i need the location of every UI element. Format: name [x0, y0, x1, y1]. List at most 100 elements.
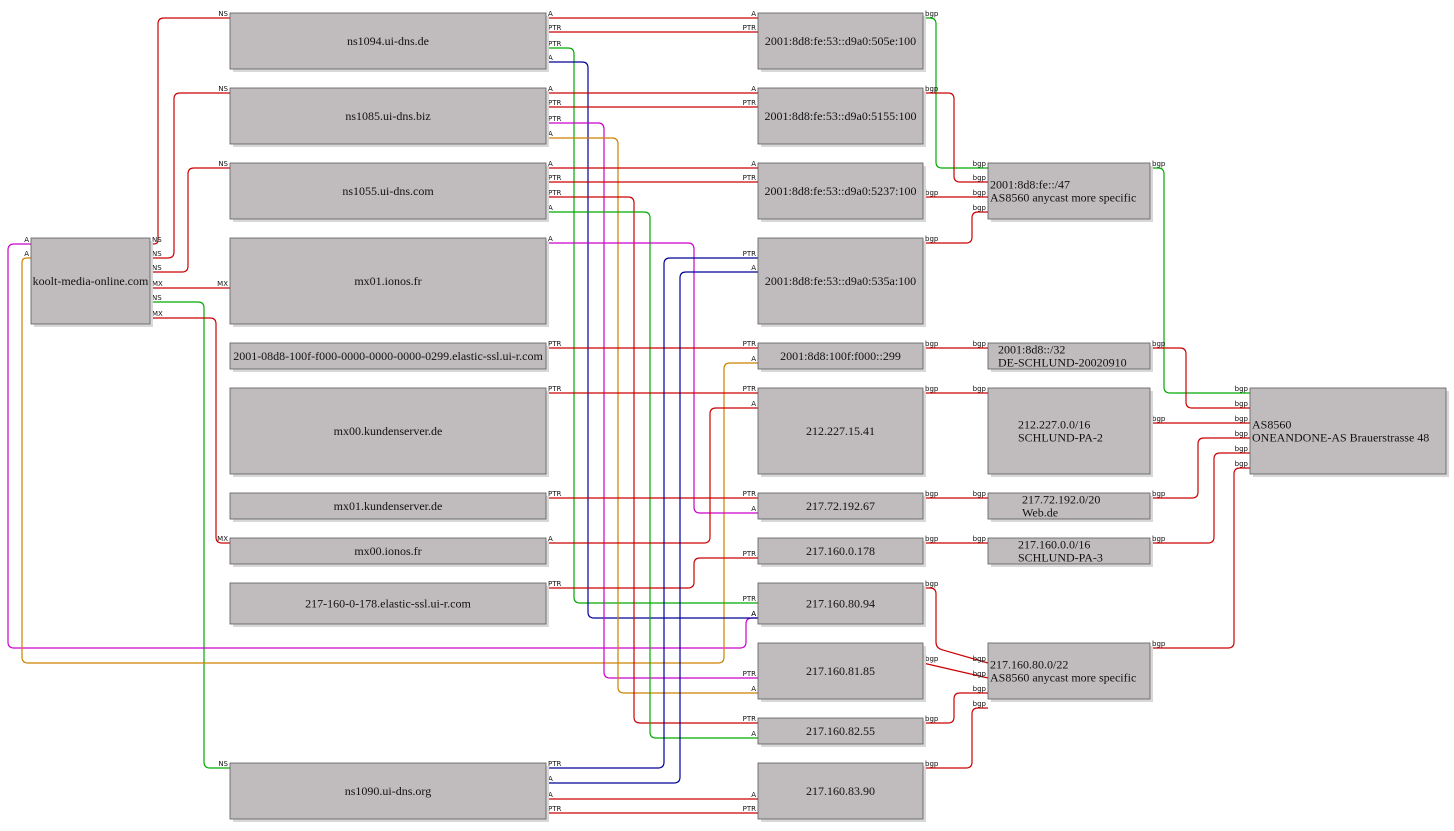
node-label: mx01.ionos.fr [354, 274, 421, 288]
node-ns1094[interactable]: ns1094.ui-dns.de [229, 12, 549, 72]
node-ip-8094[interactable]: 217.160.80.94 [757, 582, 926, 627]
node-ip6-5155[interactable]: 2001:8d8:fe:53::d9a0:5155:100 [757, 87, 926, 147]
node-label: 2001:8d8:fe:53::d9a0:535a:100 [765, 274, 916, 288]
node-elastic178[interactable]: 217-160-0-178.elastic-ssl.ui-r.com [229, 582, 549, 627]
edge-target-port-label: MX [217, 535, 228, 543]
edge-source-port-label: PTR [548, 340, 561, 348]
edge-ip_8185-to-pfx_80: bgp bgp [922, 655, 989, 679]
edge-line [21, 257, 758, 664]
edge-line [1150, 467, 1250, 649]
node-mx01-kunden[interactable]: mx01.kundenserver.de [229, 492, 549, 522]
edge-source-port-label: PTR [548, 760, 561, 768]
edge-line [150, 92, 230, 259]
node-box [987, 162, 1151, 220]
node-ip6-299[interactable]: 2001:8d8:100f:f000::299 [757, 342, 926, 372]
node-mx00-ionos[interactable]: mx00.ionos.fr [229, 537, 549, 567]
edge-line [1150, 347, 1250, 409]
edge-line [1150, 452, 1250, 544]
edge-target-port-label: bgp [973, 174, 987, 182]
edge-line [923, 92, 988, 183]
node-box [987, 492, 1151, 520]
node-label: 217.160.80.94 [806, 597, 875, 611]
node-ip6-535a[interactable]: 2001:8d8:fe:53::d9a0:535a:100 [757, 237, 926, 327]
edge-target-port-label: PTR [743, 805, 756, 813]
node-mx00-kunden[interactable]: mx00.kundenserver.de [229, 387, 549, 477]
node-box [987, 387, 1151, 475]
edge-line [923, 211, 988, 244]
node-box [757, 87, 924, 145]
edge-ns1090-to-ip6_535a: PTR PTR [546, 250, 758, 769]
node-label: 2001:8d8:fe::/47 [990, 178, 1070, 192]
node-box [987, 537, 1151, 565]
node-label: ns1055.ui-dns.com [342, 184, 434, 198]
node-ip-8390[interactable]: 217.160.83.90 [757, 762, 926, 822]
edge-line [150, 301, 230, 769]
edge-source-port-label: bgp [925, 85, 939, 93]
node-ip-212[interactable]: 212.227.15.41 [757, 387, 926, 477]
edge-ns1094-to-ip_8094: AA [546, 54, 758, 619]
node-mx01-ionos[interactable]: mx01.ionos.fr [229, 237, 549, 327]
edge-source-port-label: bgp [925, 655, 939, 663]
node-label: 2001:8d8:fe:53::d9a0:5237:100 [765, 184, 917, 198]
edge-ip6_5155-to-pfx_fe47: bgp bgp [923, 85, 988, 183]
node-ip-8255[interactable]: 217.160.82.55 [757, 717, 926, 747]
edge-line [923, 707, 988, 769]
node-label: ns1094.ui-dns.de [347, 34, 429, 48]
node-ip-8185[interactable]: 217.160.81.85 [757, 642, 926, 702]
node-label: AS8560 anycast more specific [990, 191, 1136, 205]
edge-source-port-label: PTR [548, 40, 561, 48]
edge-source-port-label: PTR [548, 115, 561, 123]
edge-mx00_ionos-to-ip_212: AA [546, 400, 758, 544]
edge-source-port-label: A [548, 535, 553, 543]
node-domain[interactable]: koolt-media-online.com [30, 237, 153, 327]
node-label: 212.227.0.0/16 [1018, 418, 1090, 432]
edge-source-port-label: PTR [548, 24, 561, 32]
node-ip6-5237[interactable]: 2001:8d8:fe:53::d9a0:5237:100 [757, 162, 926, 222]
edge-target-port-label: bgp [973, 204, 987, 212]
edge-ns1085-to-ip_8185: AA [546, 130, 758, 694]
node-ip6-505e[interactable]: 2001:8d8:fe:53::d9a0:505e:100 [757, 12, 926, 72]
node-label: ONEANDONE-AS Brauerstrasse 48 [1252, 431, 1429, 445]
node-label: 2001:8d8:fe:53::d9a0:5155:100 [765, 109, 917, 123]
node-elastic299[interactable]: 2001-08d8-100f-f000-0000-0000-0000-0299.… [229, 342, 549, 372]
edge-line [7, 243, 758, 649]
node-ip-0178[interactable]: 217.160.0.178 [757, 537, 926, 567]
edge-target-port-label: bgp [973, 670, 987, 678]
node-box [757, 12, 924, 70]
node-box [229, 762, 547, 820]
edge-source-port-label: PTR [548, 189, 561, 197]
node-box [30, 237, 151, 325]
node-ns1090[interactable]: ns1090.ui-dns.org [229, 762, 549, 822]
node-ip-192[interactable]: 217.72.192.67 [757, 492, 926, 522]
edge-line [1150, 167, 1250, 394]
node-label: 217-160-0-178.elastic-ssl.ui-r.com [305, 597, 471, 611]
edge-target-port-label: A [751, 264, 756, 272]
node-label: AS8560 [1252, 418, 1291, 432]
edge-source-port-label: bgp [925, 340, 939, 348]
node-box [757, 387, 924, 475]
edge-source-port-label: A [548, 775, 553, 783]
node-box [757, 762, 924, 820]
node-ns1055[interactable]: ns1055.ui-dns.com [229, 162, 549, 222]
node-label: mx00.kundenserver.de [334, 424, 443, 438]
node-ns1085[interactable]: ns1085.ui-dns.biz [229, 87, 549, 147]
edge-line [150, 167, 230, 273]
